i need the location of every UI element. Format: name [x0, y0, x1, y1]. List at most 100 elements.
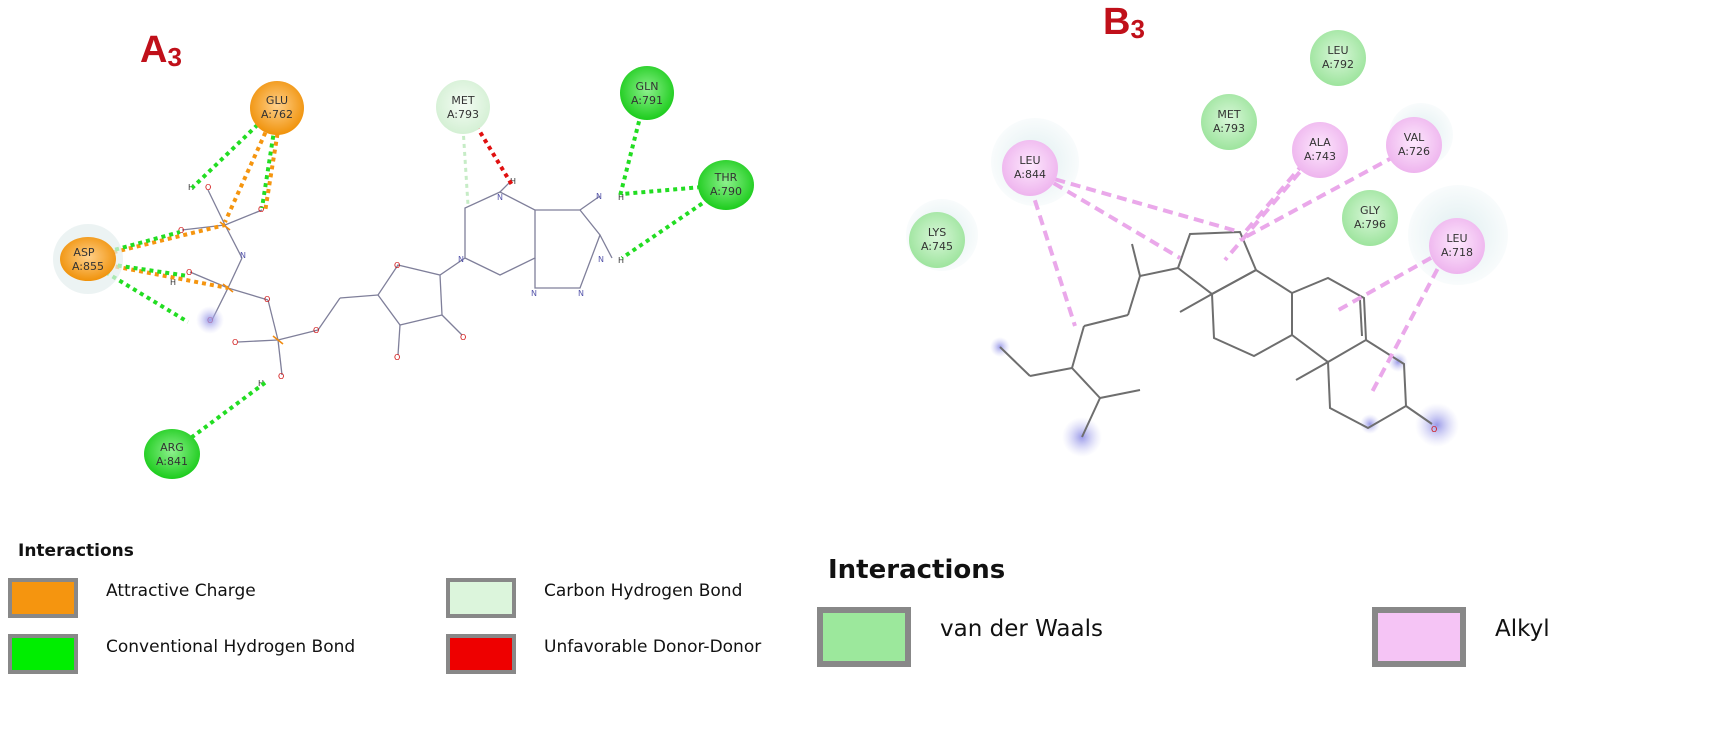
residue-leu-844[interactable]: LEU A:844: [1002, 140, 1058, 196]
legend-item-carbon-hydrogen-bond: Carbon Hydrogen Bond: [446, 578, 742, 618]
legend-a-title: Interactions: [18, 541, 134, 561]
hydrogen-atom: H: [170, 278, 176, 287]
panel-b: B3: [817, 1, 1550, 667]
residue-chain: A:791: [631, 94, 663, 107]
legend-b-title: Interactions: [828, 555, 1005, 585]
phosphate-atoms: [219, 221, 284, 345]
legend-item-van-der-waals: van der Waals: [817, 607, 1103, 667]
residue-chain: A:793: [447, 108, 479, 121]
solvent-halo: [196, 306, 224, 334]
hydrogen-atom: H: [510, 177, 516, 186]
residue-lys-745[interactable]: LYS A:745: [909, 212, 965, 268]
residue-name: LYS: [928, 226, 946, 239]
residue-asp-855[interactable]: ASP A:855: [53, 224, 123, 294]
oxygen-atom: O: [186, 268, 192, 277]
legend-item-attractive-charge: Attractive Charge: [8, 578, 256, 618]
residue-name: LEU: [1446, 232, 1467, 245]
residue-chain: A:726: [1398, 145, 1430, 158]
solvent-halo: [1360, 414, 1380, 434]
residue-chain: A:762: [261, 108, 293, 121]
nitrogen-atom: N: [578, 289, 584, 298]
residue-val-726[interactable]: VAL A:726: [1386, 117, 1442, 173]
residue-chain: A:718: [1441, 246, 1473, 259]
legend-item-alkyl: Alkyl: [1372, 607, 1550, 667]
residue-name: MET: [1217, 108, 1240, 121]
residue-name: LEU: [1327, 44, 1348, 57]
legend-item-conventional-hydrogen-bond: Conventional Hydrogen Bond: [8, 634, 355, 674]
residue-met-793[interactable]: MET A:793: [1201, 94, 1257, 150]
nitrogen-atom: N: [497, 193, 503, 202]
panel-a: A3: [8, 29, 761, 674]
residue-name: LEU: [1019, 154, 1040, 167]
hydrogen-atom: H: [618, 193, 624, 202]
nitrogen-atom: N: [240, 251, 246, 260]
ligand-b-skeleton: [999, 230, 1433, 438]
legend-swatch: [817, 607, 911, 667]
atom-labels-a: O O O O O O O O O O O O N N N N N N N H …: [170, 177, 624, 388]
oxygen-atom: O: [460, 333, 466, 342]
residue-name: ALA: [1309, 136, 1331, 149]
legend-swatch: [446, 634, 516, 674]
residue-name: THR: [714, 171, 738, 184]
oxygen-atom: O: [205, 183, 211, 192]
residue-chain: A:792: [1322, 58, 1354, 71]
legend-label: Alkyl: [1495, 616, 1550, 642]
legend-b: Interactions van der Waals Alkyl: [817, 555, 1550, 667]
oxygen-atom: O: [278, 372, 284, 381]
hydrogen-atom: H: [188, 183, 194, 192]
residue-name: MET: [451, 94, 474, 107]
residue-leu-718[interactable]: LEU A:718: [1429, 218, 1485, 274]
residue-ala-743[interactable]: ALA A:743: [1292, 122, 1348, 178]
residue-gly-796[interactable]: GLY A:796: [1342, 190, 1398, 246]
oxygen-atom: O: [264, 295, 270, 304]
oxygen-atom: O: [258, 205, 264, 214]
residue-thr-790[interactable]: THR A:790: [698, 160, 754, 210]
legend-label: Carbon Hydrogen Bond: [544, 581, 742, 601]
legend-swatch: [8, 578, 78, 618]
interactions-b: [1028, 146, 1447, 393]
residue-name: VAL: [1404, 131, 1425, 144]
residue-glu-762[interactable]: GLU A:762: [250, 81, 304, 135]
nitrogen-atom: N: [531, 289, 537, 298]
oxygen-atom: O: [394, 353, 400, 362]
residue-chain: A:796: [1354, 218, 1386, 231]
ligand-a-skeleton: [181, 179, 613, 376]
residue-chain: A:793: [1213, 122, 1245, 135]
oxygen-atom: O: [232, 338, 238, 347]
residue-name: GLY: [1360, 204, 1380, 217]
legend-a: Interactions Attractive Charge Carbon Hy…: [8, 541, 761, 674]
residue-chain: A:743: [1304, 150, 1336, 163]
residue-chain: A:745: [921, 240, 953, 253]
residue-name: GLN: [636, 80, 659, 93]
nitrogen-atom: N: [596, 192, 602, 201]
legend-swatch: [8, 634, 78, 674]
residue-chain: A:855: [72, 260, 104, 273]
panel-b-label: B3: [1103, 1, 1145, 44]
solvent-halo: [1415, 403, 1459, 447]
legend-label: Conventional Hydrogen Bond: [106, 637, 355, 657]
legend-label: Unfavorable Donor-Donor: [544, 637, 761, 657]
residue-chain: A:790: [710, 185, 742, 198]
residue-chain: A:844: [1014, 168, 1046, 181]
residue-name: ASP: [73, 246, 95, 259]
legend-label: Attractive Charge: [106, 581, 256, 601]
nitrogen-atom: N: [458, 255, 464, 264]
residue-name: GLU: [266, 94, 288, 107]
oxygen-atom: O: [178, 226, 184, 235]
legend-label: van der Waals: [940, 616, 1103, 642]
oxygen-atom: O: [394, 261, 400, 270]
residue-name: ARG: [160, 441, 184, 454]
legend-swatch: [1372, 607, 1466, 667]
oxygen-atom: O: [1431, 425, 1437, 434]
residue-gln-791[interactable]: GLN A:791: [620, 66, 674, 120]
residue-chain: A:841: [156, 455, 188, 468]
hydrogen-atom: H: [618, 256, 624, 265]
oxygen-atom: O: [313, 326, 319, 335]
residue-leu-792[interactable]: LEU A:792: [1310, 30, 1366, 86]
residue-arg-841[interactable]: ARG A:841: [144, 429, 200, 479]
residue-met-793[interactable]: MET A:793: [436, 80, 490, 134]
nitrogen-atom: N: [598, 255, 604, 264]
legend-swatch: [446, 578, 516, 618]
legend-item-unfavorable-donor-donor: Unfavorable Donor-Donor: [446, 634, 761, 674]
